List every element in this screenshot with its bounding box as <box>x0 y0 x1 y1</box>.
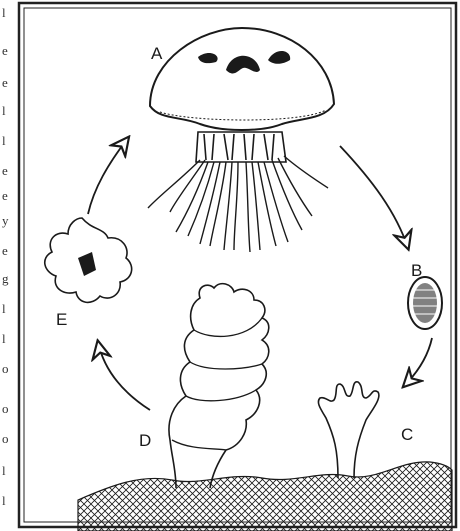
stage-e-ephyra <box>45 218 132 302</box>
stage-b-planula <box>408 277 442 329</box>
stage-label-b: B <box>411 261 422 280</box>
arrow-e-to-a <box>88 138 128 214</box>
stage-label-d: D <box>139 431 151 450</box>
seafloor-hatched <box>78 462 452 531</box>
stage-d-strobila <box>169 284 269 488</box>
stage-label-c: C <box>401 425 413 444</box>
stage-label-e: E <box>56 310 67 329</box>
stage-a-medusa <box>148 28 334 252</box>
arrow-d-to-e <box>98 342 150 410</box>
arrow-b-to-c <box>404 338 432 386</box>
stage-label-a: A <box>151 44 163 63</box>
arrow-a-to-b <box>340 146 408 248</box>
stage-c-polyp <box>318 382 379 478</box>
